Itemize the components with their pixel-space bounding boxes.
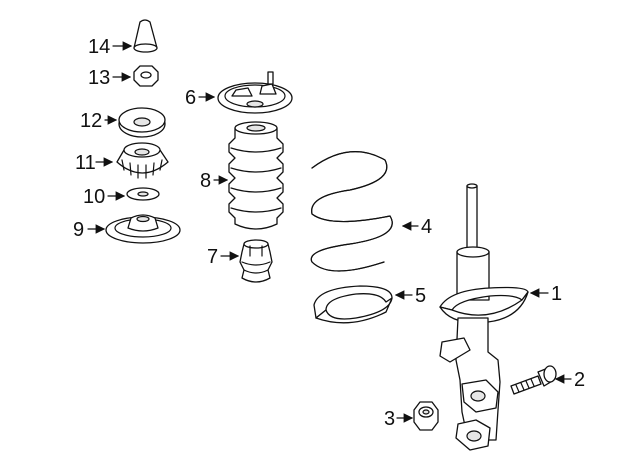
callout-4: 4 (401, 216, 432, 238)
callout-7: 7 (207, 246, 240, 268)
callout-1: 1 (529, 283, 562, 305)
callout-14: 14 (88, 36, 133, 58)
callout-label-1: 1 (551, 283, 562, 305)
callout-label-13: 13 (88, 67, 110, 89)
part-8-dust-boot (228, 121, 284, 230)
part-1-strut-assembly (439, 183, 529, 451)
callout-8: 8 (200, 170, 229, 192)
callout-label-9: 9 (73, 219, 84, 241)
part-6-mount-plate (217, 71, 293, 114)
callout-label-2: 2 (574, 369, 585, 391)
callout-5: 5 (394, 285, 426, 307)
part-7-bump-stop (239, 239, 273, 283)
part-13-nut (133, 65, 159, 87)
callout-label-3: 3 (384, 408, 395, 430)
callout-10: 10 (83, 186, 126, 208)
callout-label-5: 5 (415, 285, 426, 307)
callout-3: 3 (384, 408, 414, 430)
callout-label-10: 10 (83, 186, 105, 208)
callout-label-12: 12 (80, 110, 102, 132)
callout-6: 6 (185, 87, 216, 109)
callout-2: 2 (554, 369, 585, 391)
callout-9: 9 (73, 219, 106, 241)
callout-label-6: 6 (185, 87, 196, 109)
callout-12: 12 (80, 110, 118, 132)
part-3-flange-nut (413, 401, 439, 431)
part-4-coil-spring (310, 151, 393, 272)
part-9-lower-seat (105, 214, 181, 244)
callout-11: 11 (75, 152, 114, 174)
part-11-upper-mount (116, 142, 169, 179)
callout-label-8: 8 (200, 170, 211, 192)
part-5-spring-insulator (313, 285, 393, 324)
callout-13: 13 (88, 67, 132, 89)
part-14-bump-cap (133, 19, 158, 53)
callout-label-14: 14 (88, 36, 110, 58)
callout-label-11: 11 (75, 152, 96, 174)
part-10-washer (126, 187, 160, 201)
part-12-bearing (118, 107, 166, 138)
part-2-bolt (510, 365, 557, 395)
callout-label-7: 7 (207, 246, 218, 268)
callout-label-4: 4 (421, 216, 432, 238)
